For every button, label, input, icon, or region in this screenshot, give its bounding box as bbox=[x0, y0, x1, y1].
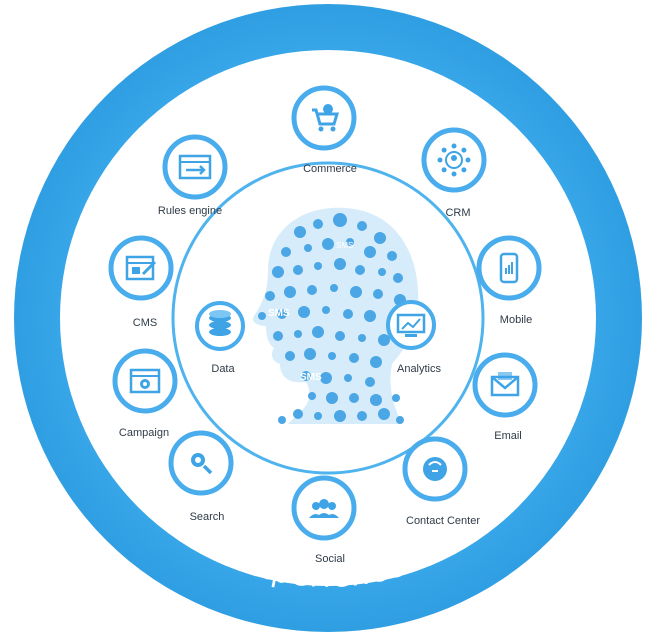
node-label: CRM bbox=[445, 207, 470, 219]
mobile-chart-icon bbox=[499, 252, 519, 284]
database-icon bbox=[209, 310, 231, 336]
browser-arrows-icon bbox=[178, 154, 212, 180]
node-circle bbox=[108, 235, 174, 301]
head-sms-3: SMS bbox=[300, 372, 322, 383]
people-group-icon bbox=[309, 499, 339, 518]
node-search: Search bbox=[168, 430, 234, 523]
inner-circle bbox=[171, 161, 485, 475]
head-sms-1: SMS bbox=[336, 241, 353, 250]
head-sms-2: SMS bbox=[268, 308, 290, 319]
cart-icon bbox=[312, 104, 340, 132]
node-label: Commerce bbox=[303, 163, 357, 175]
node-mobile: Mobile bbox=[476, 235, 542, 326]
envelope-icon bbox=[490, 372, 520, 397]
node-cms: CMS bbox=[108, 235, 174, 329]
node-label: CMS bbox=[133, 317, 157, 329]
node-rules-engine: Rules engine bbox=[158, 134, 228, 217]
node-label: Search bbox=[190, 511, 225, 523]
head-icon-pattern bbox=[258, 213, 406, 424]
node-label: Social bbox=[315, 553, 345, 565]
node-email: Email bbox=[472, 352, 538, 442]
inner-nodes: Data Analytics bbox=[195, 300, 442, 375]
monitor-chart-icon bbox=[396, 313, 426, 337]
inner-node-data: Data bbox=[195, 301, 245, 375]
inner-node-analytics: Analytics bbox=[386, 300, 442, 375]
node-label: Mobile bbox=[500, 314, 532, 326]
node-label: Rules engine bbox=[158, 205, 222, 217]
browser-gear-icon bbox=[129, 368, 161, 394]
node-label: Campaign bbox=[119, 427, 169, 439]
node-commerce: Commerce bbox=[291, 85, 357, 175]
node-circle bbox=[472, 352, 538, 418]
magnifier-gear-icon bbox=[191, 453, 213, 475]
inner-node-label: Analytics bbox=[397, 363, 442, 375]
headset-icon bbox=[423, 457, 447, 481]
node-campaign: Campaign bbox=[112, 348, 178, 439]
browser-pen-icon bbox=[125, 255, 157, 281]
inner-node-label: Data bbox=[211, 363, 235, 375]
node-label: Email bbox=[494, 430, 522, 442]
node-social: Social bbox=[291, 475, 357, 565]
head-silhouette: SMS SMS SMS bbox=[252, 207, 419, 424]
node-contact-center: Contact Center bbox=[402, 436, 480, 527]
network-people-icon bbox=[437, 143, 471, 177]
node-circle bbox=[291, 85, 357, 151]
node-crm: CRM bbox=[421, 127, 487, 219]
node-label: Contact Center bbox=[406, 515, 480, 527]
node-circle bbox=[162, 134, 228, 200]
